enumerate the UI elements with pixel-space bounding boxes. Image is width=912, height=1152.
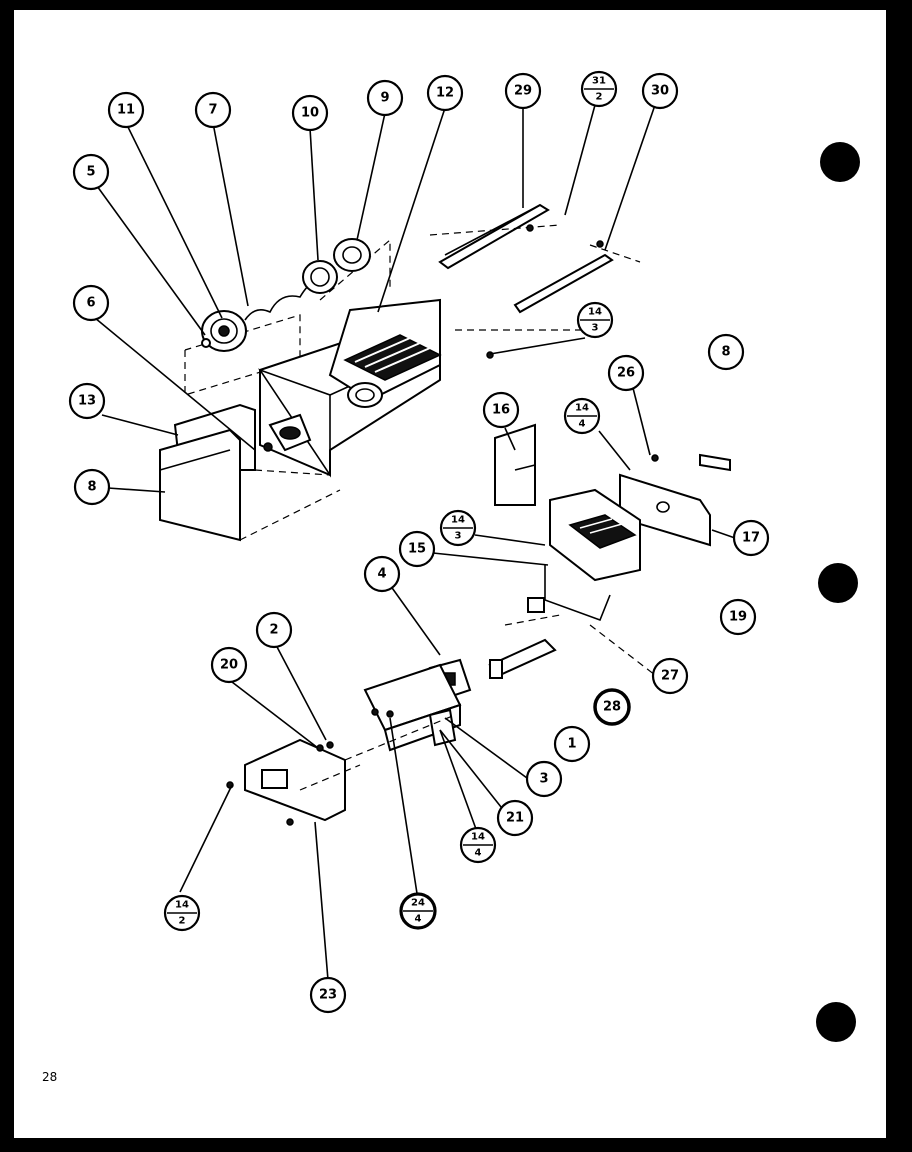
callout-16: 16 bbox=[482, 391, 520, 429]
callout-18: 8 bbox=[707, 333, 745, 371]
callout-18-label: 8 bbox=[721, 345, 730, 360]
callout-31-2: 31 2 bbox=[580, 70, 618, 108]
page-number: 28 bbox=[42, 1070, 58, 1084]
callout-14-4-lower-top: 14 bbox=[471, 832, 485, 843]
callout-14-4-lower: 14 4 bbox=[459, 826, 497, 864]
callout-5-label: 5 bbox=[86, 165, 95, 180]
callout-14-3-upper-bottom: 3 bbox=[592, 323, 599, 334]
shelf-rail-assembly bbox=[429, 203, 641, 359]
callout-20: 20 bbox=[210, 646, 248, 684]
auger-motor-assembly bbox=[201, 238, 371, 352]
callout-19: 19 bbox=[719, 598, 757, 636]
callout-19-label: 19 bbox=[729, 610, 747, 625]
callout-14-3-lower-top: 14 bbox=[451, 515, 465, 526]
callout-24-4-bottom: 4 bbox=[415, 914, 422, 925]
ice-maker-mold bbox=[568, 514, 637, 549]
callout-14-4-upper-top: 14 bbox=[575, 403, 589, 414]
callout-21: 21 bbox=[496, 799, 534, 837]
callout-7: 7 bbox=[194, 91, 232, 129]
callout-26: 26 bbox=[607, 354, 645, 392]
callout-28-label: 28 bbox=[603, 700, 621, 715]
door-panel-assembly bbox=[159, 403, 341, 542]
leader-lines bbox=[94, 104, 736, 981]
control-box-cover bbox=[226, 714, 456, 826]
diagram-sheet bbox=[14, 10, 886, 1138]
callout-16-label: 16 bbox=[492, 403, 510, 418]
callout-14-2-top: 14 bbox=[175, 900, 189, 911]
callout-1: 1 bbox=[553, 725, 591, 763]
callout-10: 10 bbox=[291, 94, 329, 132]
callout-15-label: 15 bbox=[408, 542, 426, 557]
callout-29: 29 bbox=[504, 72, 542, 110]
callout-7-label: 7 bbox=[208, 103, 217, 118]
callout-14-4-upper-bottom: 4 bbox=[579, 419, 586, 430]
switch-and-wiring bbox=[488, 565, 656, 679]
punch-hole-top bbox=[820, 142, 860, 182]
callout-2-label: 2 bbox=[269, 623, 278, 638]
callout-4: 4 bbox=[363, 555, 401, 593]
callout-11-label: 11 bbox=[117, 103, 135, 118]
callout-28: 28 bbox=[593, 688, 631, 726]
ice-bucket-grid bbox=[343, 334, 442, 381]
punch-hole-bottom bbox=[816, 1002, 856, 1042]
ice-bucket-housing bbox=[184, 238, 442, 478]
callout-30-label: 30 bbox=[651, 84, 669, 99]
callout-5: 5 bbox=[72, 153, 110, 191]
callout-10-label: 10 bbox=[301, 106, 319, 121]
callout-14-4-lower-bottom: 4 bbox=[475, 848, 482, 859]
callout-24-4: 24 4 bbox=[399, 892, 437, 930]
callout-14-2-bottom: 2 bbox=[179, 916, 186, 927]
callout-14-3-lower: 14 3 bbox=[439, 509, 477, 547]
callout-14-4-upper: 14 4 bbox=[563, 397, 601, 435]
callout-27: 27 bbox=[651, 657, 689, 695]
callout-3: 3 bbox=[525, 760, 563, 798]
callout-9-label: 9 bbox=[380, 91, 389, 106]
callout-2: 2 bbox=[255, 611, 293, 649]
callout-24-4-top: 24 bbox=[411, 898, 425, 909]
punch-hole-middle bbox=[818, 563, 858, 603]
control-bracket-assembly bbox=[363, 658, 472, 752]
callout-23-label: 23 bbox=[319, 988, 337, 1003]
callout-31-2-bottom: 2 bbox=[596, 92, 603, 103]
callout-8-left: 8 bbox=[73, 468, 111, 506]
callout-21-label: 21 bbox=[506, 811, 524, 826]
callout-11: 11 bbox=[107, 91, 145, 129]
callout-12: 12 bbox=[426, 74, 464, 112]
callout-14-3-lower-bottom: 3 bbox=[455, 531, 462, 542]
callout-14-3-upper: 14 3 bbox=[576, 301, 614, 339]
callout-6-label: 6 bbox=[86, 296, 95, 311]
callout-12-label: 12 bbox=[436, 86, 454, 101]
callout-17: 17 bbox=[732, 519, 770, 557]
callout-26-label: 26 bbox=[617, 366, 635, 381]
callout-3-label: 3 bbox=[539, 772, 548, 787]
callout-20-label: 20 bbox=[220, 658, 238, 673]
callout-14-3-upper-top: 14 bbox=[588, 307, 602, 318]
callout-15: 15 bbox=[398, 530, 436, 568]
callout-30: 30 bbox=[641, 72, 679, 110]
callout-17-label: 17 bbox=[742, 531, 760, 546]
callout-9: 9 bbox=[366, 79, 404, 117]
callout-23: 23 bbox=[309, 976, 347, 1014]
ice-maker-assembly bbox=[494, 423, 731, 582]
callout-8-left-label: 8 bbox=[87, 480, 96, 495]
callout-1-label: 1 bbox=[567, 737, 576, 752]
callout-27-label: 27 bbox=[661, 669, 679, 684]
callout-13-label: 13 bbox=[78, 394, 96, 409]
callout-13: 13 bbox=[68, 382, 106, 420]
callout-29-label: 29 bbox=[514, 84, 532, 99]
callout-4-label: 4 bbox=[377, 567, 386, 582]
callout-6: 6 bbox=[72, 284, 110, 322]
callout-14-2: 14 2 bbox=[163, 894, 201, 932]
callout-31-2-top: 31 bbox=[592, 76, 606, 87]
